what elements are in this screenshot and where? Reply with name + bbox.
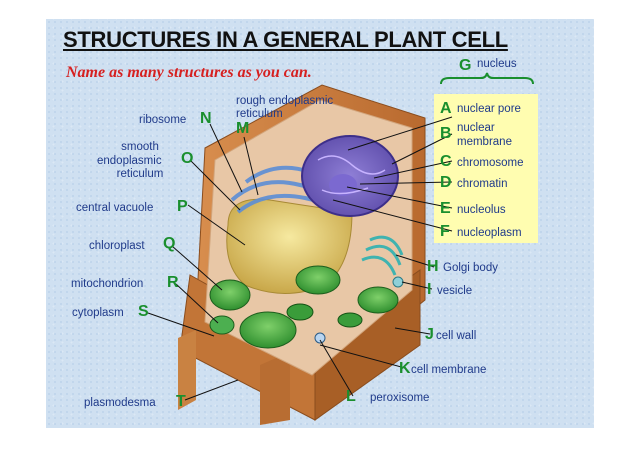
golgi-body [361, 235, 404, 276]
label-nucleolus: nucleolus [457, 204, 506, 216]
page-title: STRUCTURES IN A GENERAL PLANT CELL [63, 27, 508, 52]
label-letter-m: M [236, 120, 250, 137]
label-letter-h: H [427, 258, 439, 275]
label-letter-a: A [440, 100, 452, 117]
label-plasmodesma: plasmodesma [84, 397, 156, 409]
label-chromosome: chromosome [457, 157, 524, 169]
label-letter-j: J [425, 326, 434, 343]
pointer-lines [147, 116, 453, 401]
label-letter-n: N [200, 110, 212, 127]
nucleus-parts-box [434, 94, 538, 243]
mitochondria [286, 303, 363, 328]
label-smooth-er-line2: endoplasmic [97, 155, 162, 167]
vesicle [392, 276, 404, 288]
label-chloroplast: chloroplast [89, 240, 145, 252]
label-letter-c: C [440, 153, 452, 170]
label-nucleoplasm: nucleoplasm [457, 227, 522, 239]
label-mitochondrion: mitochondrion [71, 278, 144, 290]
label-nuclear-pore: nuclear pore [457, 103, 521, 115]
label-central-vacuole: central vacuole [76, 202, 154, 214]
label-nucleus: nucleus [477, 58, 517, 70]
nucleus [301, 135, 399, 217]
label-smooth-er-line3: reticulum [116, 168, 164, 180]
label-cell-wall: cell wall [436, 330, 477, 342]
label-cytoplasm: cytoplasm [72, 307, 124, 319]
nucleus-brace-icon [440, 72, 534, 85]
label-letter-s: S [138, 303, 149, 320]
label-letter-k: K [399, 360, 411, 377]
label-letter-d: D [440, 174, 452, 191]
label-letter-t: T [176, 393, 186, 410]
label-letter-b: B [440, 125, 452, 142]
label-golgi-body: Golgi body [443, 262, 498, 274]
label-cell-membrane: cell membrane [411, 364, 487, 376]
page-subtitle: Name as many structures as you can. [66, 64, 312, 81]
label-letter-f: F [440, 223, 450, 240]
label-nuclear-membrane-line2: membrane [457, 136, 512, 148]
label-chromatin: chromatin [457, 178, 508, 190]
label-ribosome: ribosome [139, 114, 187, 126]
label-smooth-er-line1: smooth [121, 141, 159, 153]
label-letter-g: G [459, 57, 472, 74]
label-nuclear-membrane-line1: nuclear [457, 122, 495, 134]
chloroplasts [209, 265, 399, 349]
label-peroxisome: peroxisome [370, 392, 430, 404]
label-letter-l: L [346, 388, 356, 405]
peroxisome [314, 332, 326, 344]
label-vesicle: vesicle [437, 285, 473, 297]
label-letter-e: E [440, 200, 451, 217]
label-letter-r: R [167, 274, 179, 291]
label-letter-q: Q [163, 235, 176, 252]
label-letter-o: O [181, 150, 194, 167]
label-letter-i: I [427, 281, 432, 298]
label-rough-er-line2: reticulum [236, 108, 283, 120]
label-letter-p: P [177, 198, 188, 215]
label-rough-er-line1: rough endoplasmic [236, 95, 334, 107]
